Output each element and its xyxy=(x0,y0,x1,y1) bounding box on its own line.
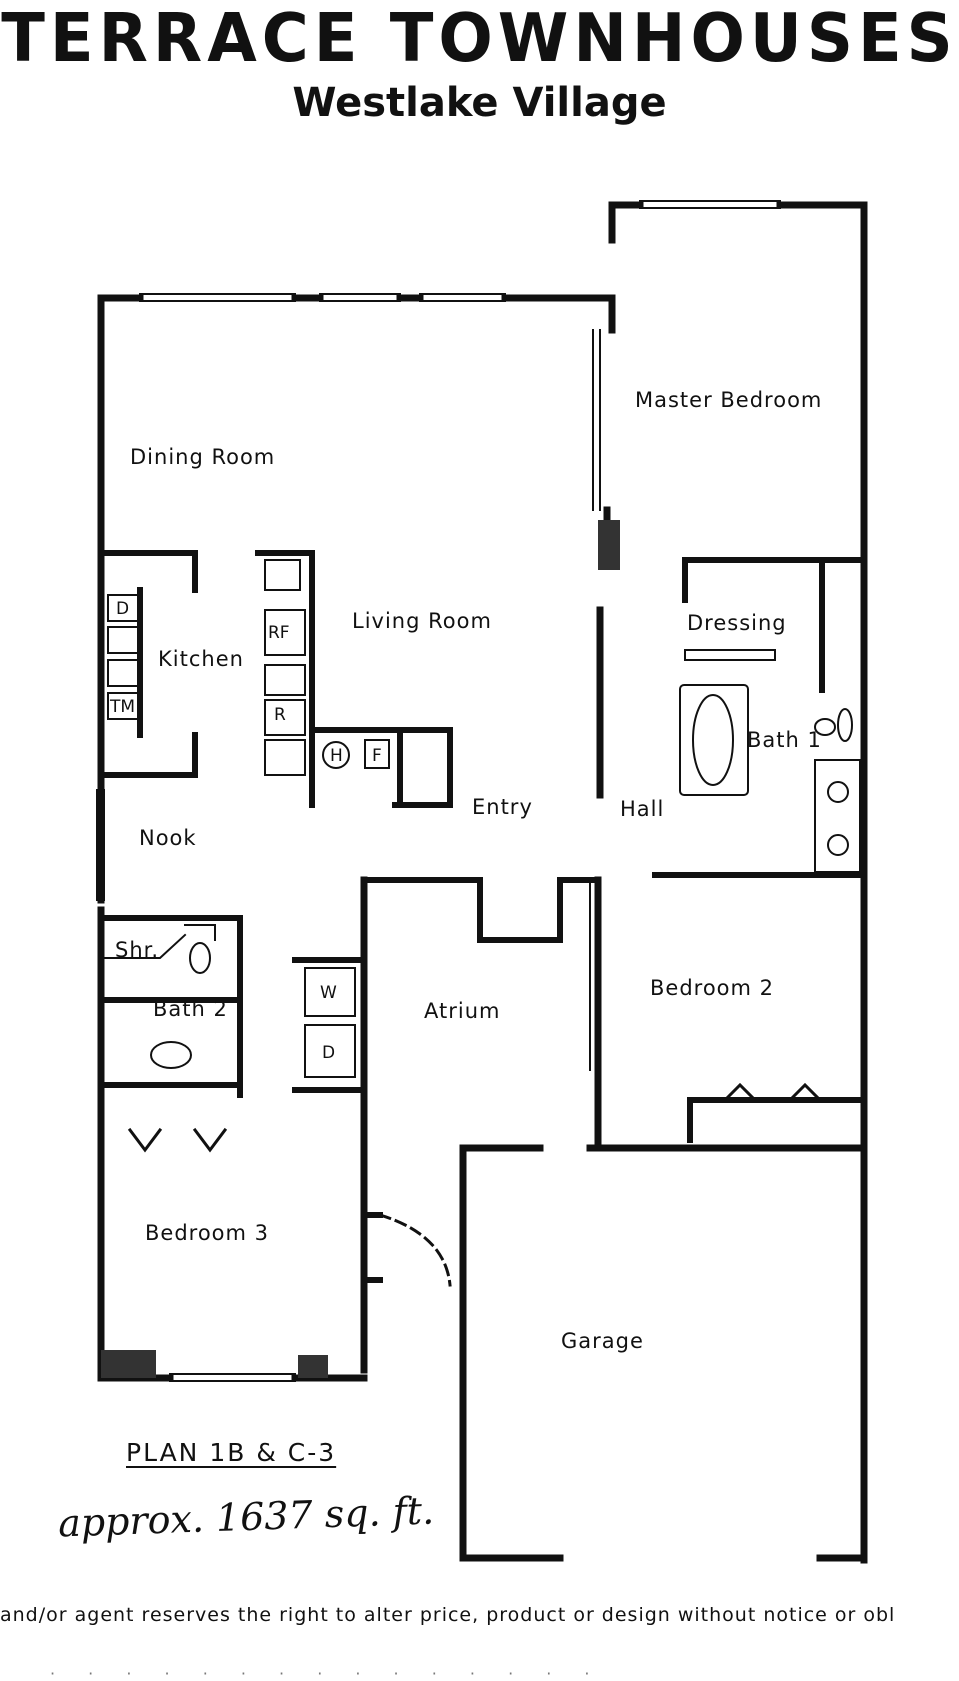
label-washer: W xyxy=(320,983,337,1003)
label-entry: Entry xyxy=(472,795,533,819)
label-living-room: Living Room xyxy=(352,609,492,633)
label-bath2: Bath 2 xyxy=(153,997,228,1021)
label-garage: Garage xyxy=(561,1329,644,1353)
label-dryer: D xyxy=(322,1043,335,1063)
label-dishwasher: D xyxy=(116,599,129,619)
water-heater-circle xyxy=(322,741,350,769)
toilet-bath2 xyxy=(189,942,211,974)
sink-bath2 xyxy=(150,1041,192,1069)
label-bath1: Bath 1 xyxy=(747,728,822,752)
fixtures xyxy=(100,559,861,1078)
bathtub xyxy=(679,684,749,796)
label-trash-masher: TM xyxy=(109,697,135,717)
label-bedroom2: Bedroom 2 xyxy=(650,976,774,1000)
label-dressing: Dressing xyxy=(687,611,787,635)
refrigerator-box xyxy=(264,609,306,656)
label-bedroom3: Bedroom 3 xyxy=(145,1221,269,1245)
range-box xyxy=(264,699,306,736)
label-hall: Hall xyxy=(620,797,664,821)
furnace-box xyxy=(364,739,390,769)
vanity-bath1 xyxy=(814,759,861,873)
page-subtitle: Westlake Village xyxy=(292,80,667,126)
footer-fragment: · · · · · · · · · · · · · · · xyxy=(50,1664,604,1681)
label-atrium: Atrium xyxy=(424,999,500,1023)
label-refrigerator: RF xyxy=(268,623,290,643)
label-furnace: F xyxy=(372,746,382,766)
windows xyxy=(96,200,781,1382)
label-heater: H xyxy=(330,746,343,766)
dryer-box xyxy=(304,1024,356,1078)
toilet-bath1 xyxy=(837,708,853,742)
page-title: TERRACE TOWNHOUSES xyxy=(1,0,958,78)
trash-masher-box xyxy=(107,692,139,720)
doors xyxy=(127,1082,823,1287)
interior-walls xyxy=(98,550,867,1293)
garage-door-swing xyxy=(378,1213,452,1287)
washer-box xyxy=(304,967,356,1017)
label-shower: Shr. xyxy=(115,938,159,962)
label-kitchen: Kitchen xyxy=(158,647,244,671)
label-master-bedroom: Master Bedroom xyxy=(635,388,822,412)
dishwasher-box xyxy=(107,594,139,622)
label-nook: Nook xyxy=(139,826,197,850)
label-dining-room: Dining Room xyxy=(130,445,275,469)
room-labels: Dining Room Living Room Kitchen Nook Ent… xyxy=(115,388,822,1353)
disclaimer-text: and/or agent reserves the right to alter… xyxy=(0,1604,896,1626)
fixture-labels: D TM RF R H F W D xyxy=(109,599,382,1063)
masonry xyxy=(101,520,620,1378)
label-range: R xyxy=(274,705,286,725)
plan-name: PLAN 1B & C-3 xyxy=(126,1438,337,1467)
